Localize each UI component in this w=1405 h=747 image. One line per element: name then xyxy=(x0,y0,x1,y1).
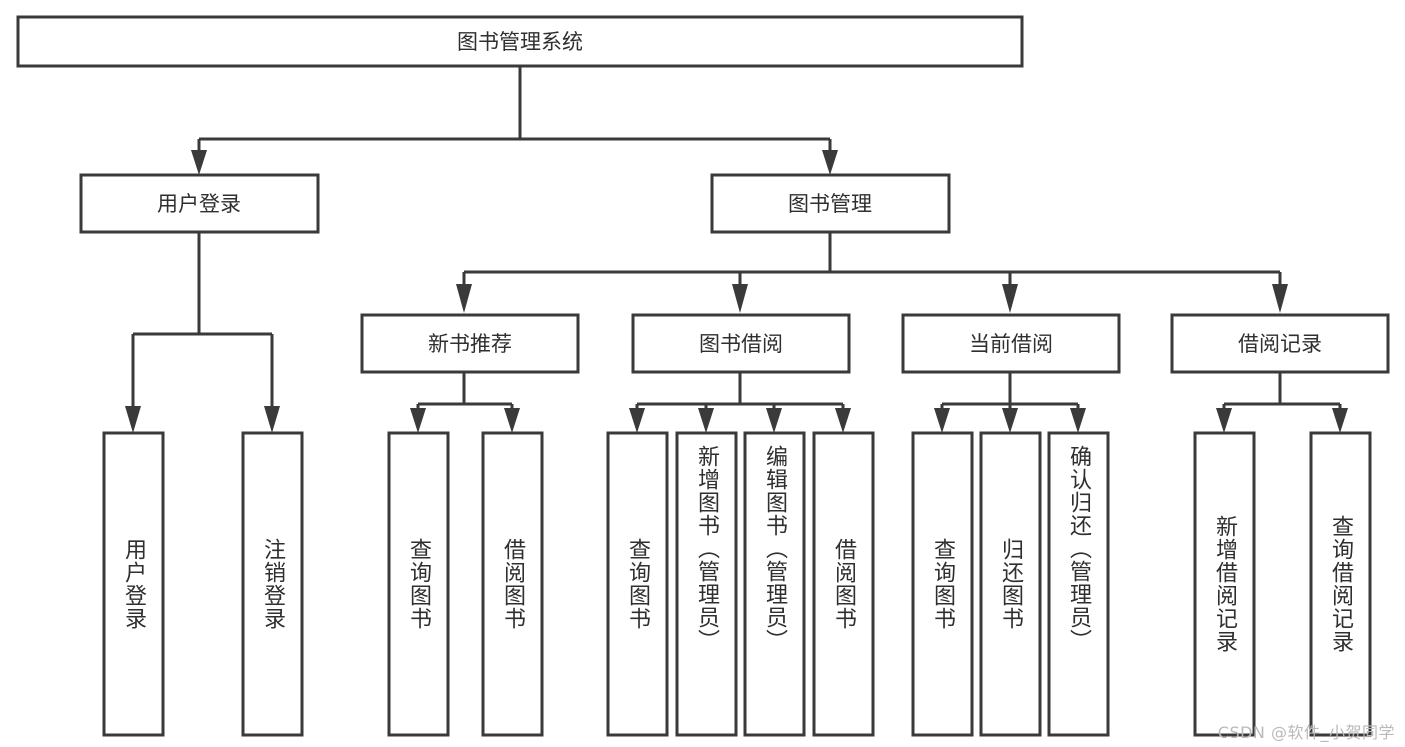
node-current-borrow-label: 当前借阅 xyxy=(969,332,1053,356)
leaf-confirm-return-label: 确认归还（管理员） xyxy=(1066,445,1092,652)
node-current-borrow[interactable]: 当前借阅 xyxy=(901,313,1121,374)
leaf-query-book-3-box[interactable] xyxy=(911,431,974,737)
node-book-borrow[interactable]: 图书借阅 xyxy=(631,313,851,374)
node-new-book-recommend-label: 新书推荐 xyxy=(428,332,512,356)
node-current-borrow-box[interactable] xyxy=(901,313,1121,374)
leaf-add-record-box[interactable] xyxy=(1193,431,1256,737)
node-root-label: 图书管理系统 xyxy=(457,30,583,54)
leaf-return-book-label: 归还图书 xyxy=(998,538,1024,630)
arrow-head-leaf-query-book-1 xyxy=(410,408,426,433)
arrow-head-leaf-add-record xyxy=(1216,408,1232,433)
arrow-head-leaf-borrow-book-1 xyxy=(504,408,520,433)
leaf-query-book-2-label: 查询图书 xyxy=(625,538,651,630)
leaf-add-record-label: 新增借阅记录 xyxy=(1212,515,1238,653)
node-borrow-record-box[interactable] xyxy=(1170,313,1390,374)
leaf-add-book-box[interactable] xyxy=(675,431,738,737)
leaf-user-login-box[interactable] xyxy=(102,431,165,737)
arrow-head-new-book-recommend xyxy=(456,284,472,313)
node-book-management-label: 图书管理 xyxy=(788,192,872,216)
node-borrow-record-label: 借阅记录 xyxy=(1238,332,1322,356)
leaf-user-login-label: 用户登录 xyxy=(121,538,147,630)
node-root[interactable]: 图书管理系统 xyxy=(16,15,1024,68)
node-user-login-box[interactable] xyxy=(79,173,320,234)
arrow-head-leaf-query-record xyxy=(1332,408,1348,433)
leaf-logout-login-box[interactable] xyxy=(241,431,304,737)
leaf-add-book-label: 新增图书（管理员） xyxy=(694,445,720,652)
leaf-return-book-box[interactable] xyxy=(979,431,1042,737)
arrow-head-leaf-logout-login xyxy=(264,406,280,433)
leaf-borrow-book-1-label: 借阅图书 xyxy=(500,538,526,630)
leaf-query-book-1-label: 查询图书 xyxy=(406,538,432,630)
node-user-login[interactable]: 用户登录 xyxy=(79,173,320,234)
node-book-borrow-box[interactable] xyxy=(631,313,851,374)
node-book-borrow-label: 图书借阅 xyxy=(699,332,783,356)
node-user-login-label: 用户登录 xyxy=(157,192,241,216)
leaf-borrow-book-2-box[interactable] xyxy=(812,431,875,737)
leaf-query-book-2-box[interactable] xyxy=(606,431,669,737)
arrow-head-leaf-confirm-return xyxy=(1070,408,1086,433)
arrow-head-leaf-user-login xyxy=(125,406,141,433)
arrow-head-leaf-return-book xyxy=(1002,408,1018,433)
leaf-edit-book-label: 编辑图书（管理员） xyxy=(762,445,788,652)
node-borrow-record[interactable]: 借阅记录 xyxy=(1170,313,1390,374)
leaf-query-record-box[interactable] xyxy=(1309,431,1372,737)
arrow-head-borrow-record xyxy=(1272,284,1288,313)
leaf-query-book-3-label: 查询图书 xyxy=(930,538,956,630)
leaf-confirm-return-box[interactable] xyxy=(1047,431,1110,737)
leaf-borrow-book-1-box[interactable] xyxy=(481,431,544,737)
arrow-head-leaf-borrow-book-2 xyxy=(835,408,851,433)
node-book-management-box[interactable] xyxy=(710,173,951,234)
arrow-head-user-login xyxy=(191,150,207,175)
leaf-logout-login-label: 注销登录 xyxy=(260,538,286,630)
leaf-query-record-label: 查询借阅记录 xyxy=(1328,515,1354,653)
leaf-borrow-book-2-label: 借阅图书 xyxy=(831,538,857,630)
arrow-head-leaf-edit-book xyxy=(766,408,782,433)
leaf-edit-book-box[interactable] xyxy=(743,431,806,737)
leaf-nodes xyxy=(102,431,1372,737)
node-book-management[interactable]: 图书管理 xyxy=(710,173,951,234)
arrow-head-leaf-add-book xyxy=(698,408,714,433)
csdn-watermark: CSDN @软件_小贺同学 xyxy=(1217,723,1395,742)
connectors xyxy=(125,66,1348,433)
node-new-book-recommend-box[interactable] xyxy=(360,313,580,374)
arrow-head-leaf-query-book-2 xyxy=(629,408,645,433)
node-root-box[interactable] xyxy=(16,15,1024,68)
arrow-head-current-borrow xyxy=(1002,284,1018,313)
arrow-head-book-management xyxy=(822,150,838,175)
node-new-book-recommend[interactable]: 新书推荐 xyxy=(360,313,580,374)
arrow-head-book-borrow xyxy=(732,284,748,313)
leaf-query-book-1-box[interactable] xyxy=(387,431,450,737)
arrow-head-leaf-query-book-3 xyxy=(934,408,950,433)
